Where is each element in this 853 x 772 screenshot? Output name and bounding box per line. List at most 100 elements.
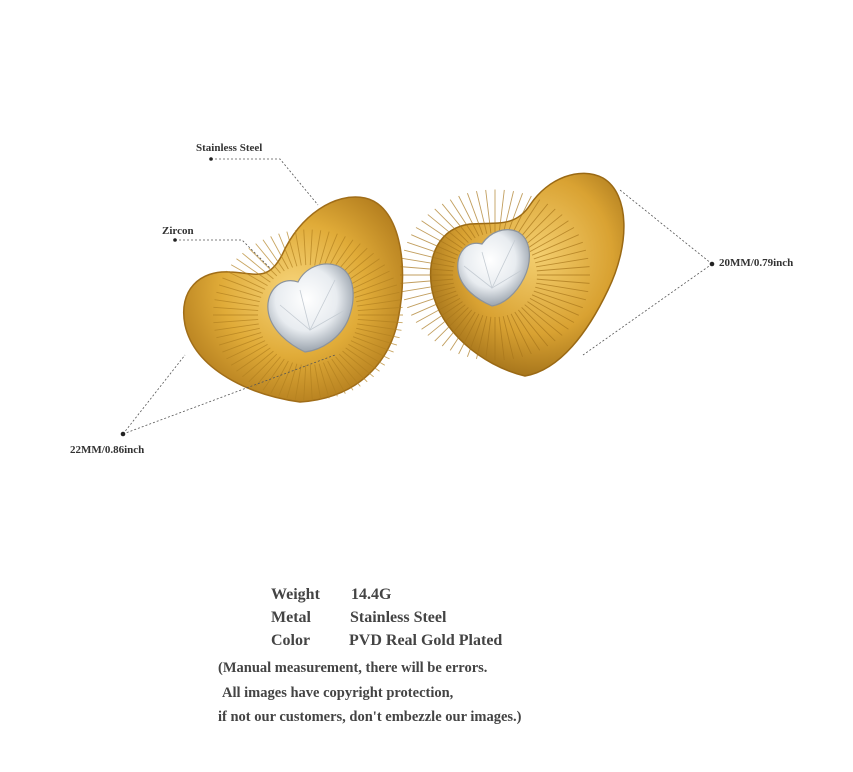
ridge-line bbox=[411, 234, 459, 256]
ridge-line bbox=[458, 195, 480, 237]
spec-value: 14.4G bbox=[351, 586, 392, 603]
ridge-line bbox=[467, 315, 484, 357]
ridge-line bbox=[407, 241, 457, 260]
callout-material-label: Stainless Steel bbox=[196, 142, 263, 154]
ridge-line bbox=[498, 189, 505, 234]
ridge-line bbox=[506, 315, 523, 357]
ridge-line bbox=[270, 360, 289, 394]
ridge-line bbox=[415, 297, 461, 323]
ridge-line bbox=[506, 193, 523, 235]
note-line: if not our customers, don't embezzle our… bbox=[218, 709, 522, 725]
ridge-line bbox=[536, 282, 589, 293]
ridge-line bbox=[498, 316, 505, 361]
ridge-line bbox=[535, 286, 587, 301]
ridge-line bbox=[318, 231, 330, 267]
ridge-line bbox=[401, 257, 454, 268]
ridge-line bbox=[286, 231, 298, 267]
ridge-line bbox=[242, 252, 274, 280]
ridge-line bbox=[531, 294, 579, 316]
ridge-line bbox=[348, 264, 386, 287]
ridge-line bbox=[222, 336, 264, 353]
ridge-line bbox=[248, 247, 278, 277]
ridge-line bbox=[502, 191, 514, 234]
ridge-line bbox=[357, 323, 402, 331]
spec-value: Stainless Steel bbox=[350, 609, 447, 626]
ridge-line bbox=[536, 278, 590, 284]
ridge-line bbox=[427, 214, 466, 246]
ridge-line bbox=[476, 316, 488, 359]
ridge-line bbox=[352, 336, 394, 353]
ridge-line bbox=[226, 270, 266, 290]
right-zircon-stone bbox=[457, 229, 530, 307]
ridge-line bbox=[218, 332, 262, 346]
ridge-line bbox=[278, 362, 293, 397]
ridge-line bbox=[314, 364, 322, 400]
ridge-line bbox=[338, 353, 368, 383]
ridge-line bbox=[214, 299, 259, 307]
ridge-line bbox=[485, 189, 492, 234]
ridge-line bbox=[449, 199, 476, 239]
ridge-line bbox=[303, 229, 307, 266]
ridge-line bbox=[529, 227, 575, 253]
ridge-line bbox=[527, 220, 569, 249]
ridge-line bbox=[415, 227, 461, 253]
ridge-line bbox=[214, 323, 259, 331]
ridge-line bbox=[354, 332, 398, 346]
ridge-line bbox=[521, 208, 556, 243]
spec-key: Color bbox=[271, 632, 311, 649]
ridge-line bbox=[345, 258, 380, 283]
ridge-line bbox=[357, 306, 403, 311]
ridge-line bbox=[529, 297, 575, 323]
callout-length-label: 22MM/0.86inch bbox=[70, 444, 145, 456]
note-line: (Manual measurement, there will be error… bbox=[218, 660, 488, 676]
ridge-line bbox=[230, 343, 268, 366]
ridge-line bbox=[476, 191, 488, 234]
ridge-line bbox=[309, 364, 313, 401]
ridge-line bbox=[524, 304, 563, 336]
ridge-line bbox=[535, 249, 587, 264]
ridge-line bbox=[216, 291, 260, 303]
ridge-line bbox=[357, 299, 402, 307]
ridge-line bbox=[314, 230, 322, 266]
ridge-line bbox=[278, 233, 293, 268]
ridge-line bbox=[248, 353, 278, 383]
ridge-line bbox=[533, 290, 583, 309]
ridge-line bbox=[294, 364, 302, 400]
ridge-line bbox=[286, 363, 298, 399]
spec-key: Metal bbox=[271, 609, 311, 626]
ridge-line bbox=[294, 230, 302, 266]
ridge-line bbox=[356, 291, 400, 303]
ridge-line bbox=[521, 307, 556, 342]
ridge-line bbox=[318, 363, 330, 399]
ridge-line bbox=[400, 278, 454, 284]
ridge-line bbox=[356, 327, 400, 339]
ridge-line bbox=[255, 356, 281, 387]
spec-key: Weight bbox=[271, 586, 320, 603]
ridge-line bbox=[403, 286, 455, 301]
ridge-line bbox=[510, 313, 532, 355]
ridge-line bbox=[270, 236, 289, 270]
ridge-line bbox=[514, 311, 541, 351]
ridge-line bbox=[427, 304, 466, 336]
left-heart-earring bbox=[182, 196, 404, 403]
ridge-line bbox=[524, 214, 563, 246]
ridge-line bbox=[400, 266, 454, 272]
ridge-line bbox=[350, 270, 390, 290]
ridge-line bbox=[350, 340, 390, 360]
earrings-product-image bbox=[120, 157, 715, 437]
ridge-line bbox=[527, 301, 569, 330]
callout-width-label: 20MM/0.79inch bbox=[719, 257, 794, 269]
ridge-line bbox=[407, 290, 457, 309]
ridge-line bbox=[510, 195, 532, 237]
ridge-line bbox=[309, 229, 313, 266]
ridge-line bbox=[335, 356, 361, 387]
ridge-line bbox=[216, 327, 260, 339]
ridge-line bbox=[345, 347, 380, 372]
ridge-line bbox=[401, 282, 454, 293]
ridge-line bbox=[421, 220, 463, 249]
ridge-line bbox=[441, 309, 473, 347]
ridge-line bbox=[502, 316, 514, 359]
disclaimer-note: (Manual measurement, there will be error… bbox=[218, 656, 522, 730]
ridge-line bbox=[331, 358, 354, 391]
ridge-line bbox=[213, 319, 259, 324]
